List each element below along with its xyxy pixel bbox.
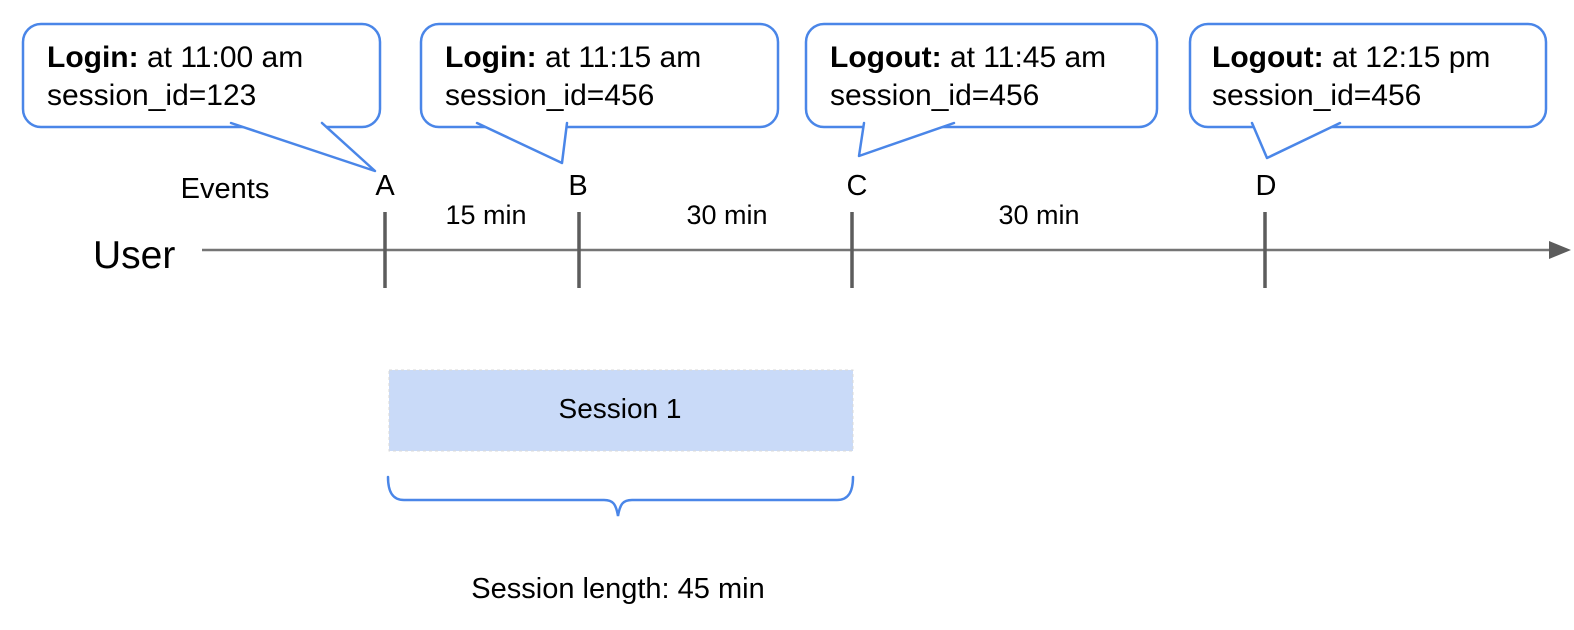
callout-bubble-c (804, 22, 1159, 129)
event-time: at 11:15 am (544, 41, 702, 74)
callout-tail-b (475, 121, 569, 165)
callout-text-b: Login: at 11:15 am session_id=456 (445, 39, 701, 115)
session-id: session_id=456 (445, 79, 655, 112)
timeline-arrowhead-icon (1549, 241, 1571, 259)
callout-line1: Logout: at 11:45 am (830, 39, 1106, 77)
interval-c-d: 30 min (998, 200, 1080, 230)
session-id: session_id=456 (830, 79, 1040, 112)
session-id: session_id=456 (1212, 79, 1422, 112)
marker-d: D (1255, 170, 1277, 202)
session-length-label: Session length: 45 min (471, 573, 765, 605)
callout-text-a: Login: at 11:00 am session_id=123 (47, 39, 303, 115)
interval-b-c: 30 min (686, 200, 768, 230)
interval-a-b: 15 min (445, 200, 527, 230)
callout-bubble-b (419, 22, 780, 129)
callout-bubble-d (1188, 22, 1548, 129)
event-type: Login: (47, 41, 139, 74)
event-type: Logout: (830, 41, 942, 74)
callout-tail-c (857, 121, 956, 158)
session-length-brace (386, 475, 855, 517)
session-span-box (388, 369, 854, 452)
callout-line1: Login: at 11:00 am (47, 39, 303, 77)
event-type: Logout: (1212, 41, 1324, 74)
callout-text-d: Logout: at 12:15 pm session_id=456 (1212, 39, 1490, 115)
event-type: Login: (445, 41, 537, 74)
event-time: at 11:45 am (949, 41, 1107, 74)
callout-bubble-a (21, 22, 382, 129)
callout-tail-a (229, 121, 377, 173)
marker-b: B (568, 170, 588, 202)
callout-text-c: Logout: at 11:45 am session_id=456 (830, 39, 1106, 115)
event-time: at 12:15 pm (1331, 41, 1491, 74)
callout-line1: Login: at 11:15 am (445, 39, 701, 77)
marker-c: C (846, 170, 868, 202)
user-label: User (93, 234, 176, 277)
session-box-label: Session 1 (558, 393, 682, 424)
event-time: at 11:00 am (146, 41, 304, 74)
marker-a: A (375, 170, 395, 202)
events-label: Events (180, 173, 270, 205)
session-id: session_id=123 (47, 79, 257, 112)
callout-tail-d (1250, 121, 1342, 160)
callout-line1: Logout: at 12:15 pm (1212, 39, 1490, 77)
